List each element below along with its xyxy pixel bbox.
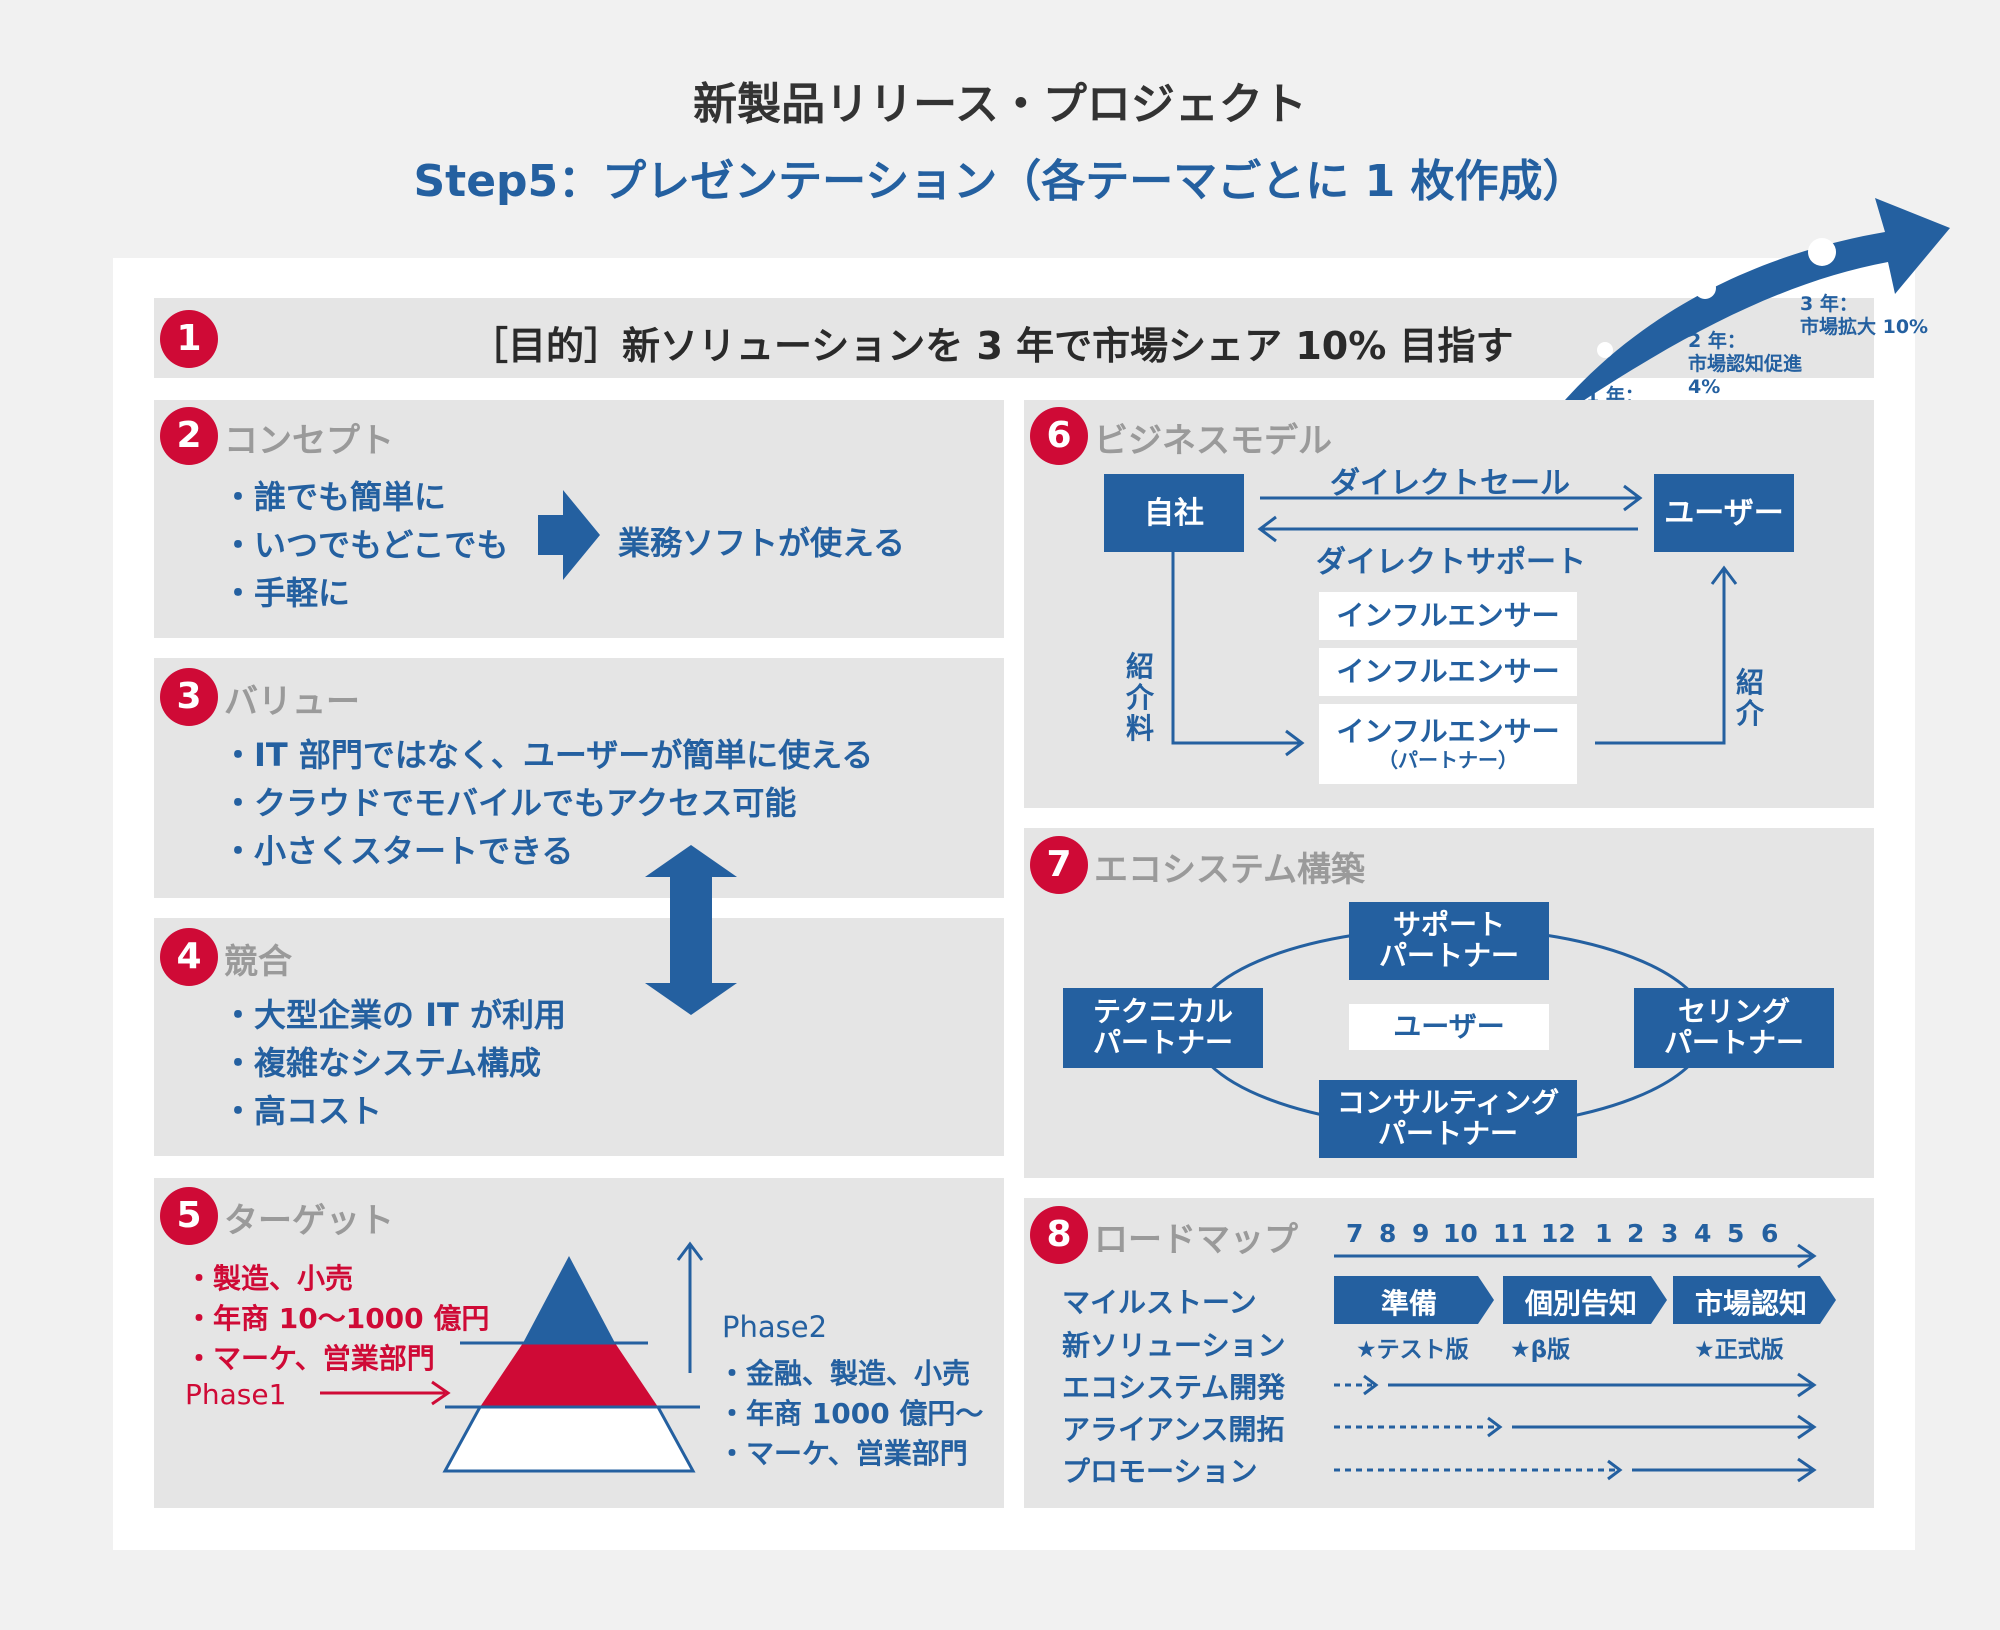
phase1-label: Phase1 [185,1378,287,1411]
support-partner-box: サポート パートナー [1349,902,1549,980]
ecosystem-title: エコシステム構築 [1094,850,1365,890]
roadmap-row-label: マイルストーン [1062,1286,1257,1319]
version-label: ★テスト版 [1356,1337,1469,1363]
roadmap-row-label: エコシステム開発 [1062,1371,1286,1404]
month-label: 11 [1493,1219,1528,1248]
growth-point-3 [1808,238,1836,266]
phase2-label: Phase2 [722,1310,828,1344]
month-label: 12 [1541,1219,1576,1248]
growth-arrow [1540,198,1950,430]
double-arrow-icon [645,845,737,1015]
month-label: 5 [1727,1219,1745,1248]
influencer-box: インフルエンサー [1319,648,1577,696]
growth-label-year3: 3 年： 市場拡大 10% [1800,293,1929,338]
month-label: 7 [1346,1219,1364,1248]
month-label: 9 [1412,1219,1430,1248]
influencer-box: インフルエンサー [1319,592,1577,640]
milestone-notice: 個別告知 [1524,1287,1637,1320]
value-number-badge: 3 [160,668,218,726]
competition-number-badge: 4 [160,928,218,986]
partner-note: （パートナー） [1378,747,1518,772]
growth-point-2 [1694,277,1716,299]
value-item: ・IT 部門ではなく、ユーザーが簡単に使える [222,736,874,774]
business-title: ビジネスモデル [1094,421,1332,461]
phase1-item: ・製造、小売 [185,1262,354,1295]
goal-bar [154,298,1874,378]
phase1-item: ・マーケ、営業部門 [185,1342,435,1375]
concept-item: ・誰でも簡単に [222,478,447,516]
page-subtitle: Step5：プレゼンテーション（各テーマごとに 1 枚作成） [413,156,1587,207]
phase1-item: ・年商 10〜1000 億円 [185,1302,490,1335]
pyramid-top [523,1256,615,1343]
value-item: ・クラウドでモバイルでもアクセス可能 [222,784,797,822]
concept-item: ・いつでもどこでも [222,526,509,564]
concept-item: ・手軽に [222,574,351,612]
roadmap-panel [1024,1198,1874,1508]
target-title: ターゲット [224,1201,394,1241]
competition-item: ・高コスト [222,1092,383,1130]
roadmap-number-badge: 8 [1030,1206,1088,1264]
phase2-item: ・金融、製造、小売 [718,1357,971,1390]
growth-arrow-shape [1540,198,1950,430]
user-box: ユーザー [1654,474,1794,552]
selling-partner-box: セリング パートナー [1634,988,1834,1068]
growth-point-1 [1597,342,1613,358]
month-label: 2 [1627,1219,1645,1248]
value-title: バリュー [224,682,360,722]
concept-arrow-icon [538,490,600,580]
competition-panel [154,918,1004,1156]
concept-title: コンセプト [224,421,394,461]
direct-sale-label: ダイレクトセール [1330,466,1570,501]
milestone-notice-shape [1503,1276,1667,1324]
intro-label: 紹介 [1736,666,1765,730]
month-labels: 7 8 9 10 11 12 1 2 3 4 5 6 [1343,1219,1783,1251]
roadmap-title: ロードマップ [1094,1220,1298,1260]
growth-label-year2: 2 年： 市場認知促進 4% [1688,330,1803,398]
competition-item: ・大型企業の IT が利用 [222,996,567,1034]
version-label: ★正式版 [1694,1337,1784,1363]
competition-item: ・複雑なシステム構成 [222,1044,542,1082]
concept-result: 業務ソフトが使える [618,524,906,562]
concept-number-badge: 2 [160,407,218,465]
pyramid-middle [480,1343,658,1407]
page-title: 新製品リリース・プロジェクト [693,79,1307,130]
business-number-badge: 6 [1030,407,1088,465]
value-item: ・小さくスタートできる [222,832,574,870]
target-number-badge: 5 [160,1187,218,1245]
month-label: 10 [1443,1219,1478,1248]
influencer-partner-box: インフルエンサー （パートナー） [1319,704,1577,784]
milestone-prep-shape [1334,1276,1494,1324]
ecosystem-user-box: ユーザー [1349,1004,1549,1050]
roadmap-row-label: 新ソリューション [1062,1329,1286,1362]
month-label: 6 [1761,1219,1779,1248]
direct-support-label: ダイレクトサポート [1316,545,1586,580]
competition-title: 競合 [224,942,292,982]
roadmap-row-label: プロモーション [1062,1455,1258,1488]
roadmap-row-label: アライアンス開拓 [1062,1413,1285,1446]
company-box: 自社 [1104,474,1244,552]
month-label: 4 [1694,1219,1712,1248]
consulting-partner-box: コンサルティング パートナー [1319,1080,1577,1158]
milestone-market: 市場認知 [1694,1287,1807,1320]
month-label: 8 [1379,1219,1397,1248]
phase2-item: ・マーケ、営業部門 [718,1437,968,1470]
milestone-prep: 準備 [1380,1287,1437,1320]
value-panel [154,658,1004,898]
month-label: 3 [1661,1219,1679,1248]
ecosystem-number-badge: 7 [1030,836,1088,894]
technical-partner-box: テクニカル パートナー [1063,988,1263,1068]
goal-text: ［目的］新ソリューションを 3 年で市場シェア 10% 目指す [470,324,1514,368]
fee-label: 紹介料 [1126,650,1155,745]
milestone-market-shape [1673,1276,1836,1324]
month-label: 1 [1595,1219,1613,1248]
goal-number-badge: 1 [160,310,218,368]
version-label: ★β版 [1510,1337,1571,1363]
phase2-item: ・年商 1000 億円〜 [718,1397,984,1430]
